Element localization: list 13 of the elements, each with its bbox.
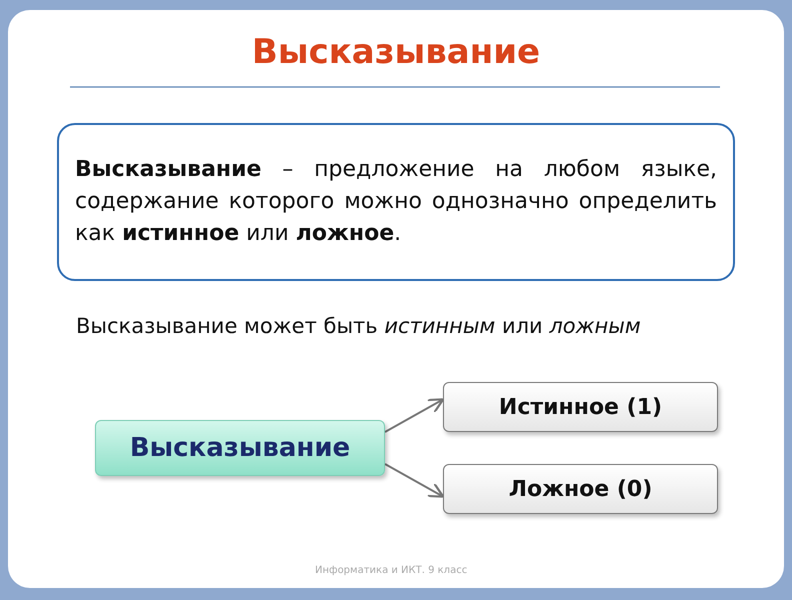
arrow (384, 398, 444, 433)
concept-box (95, 420, 385, 476)
definition-box (57, 123, 735, 281)
node-label: Ложное (0) (508, 476, 652, 502)
footer-text: Информатика и ИКТ. 9 класс (315, 565, 468, 576)
definition-text: Высказывание – предложение на любом языке, содержание которого можно однозначно определить как истинное или ложное. (75, 156, 717, 248)
arrow (384, 463, 444, 498)
node-label: Высказывание (130, 433, 350, 463)
value-box (443, 382, 718, 432)
node-label: Истинное (1) (498, 394, 662, 420)
value-box (443, 464, 718, 514)
title: Высказывание (250, 32, 542, 72)
statement-text: Высказывание может быть истинным или ложным (76, 314, 641, 338)
